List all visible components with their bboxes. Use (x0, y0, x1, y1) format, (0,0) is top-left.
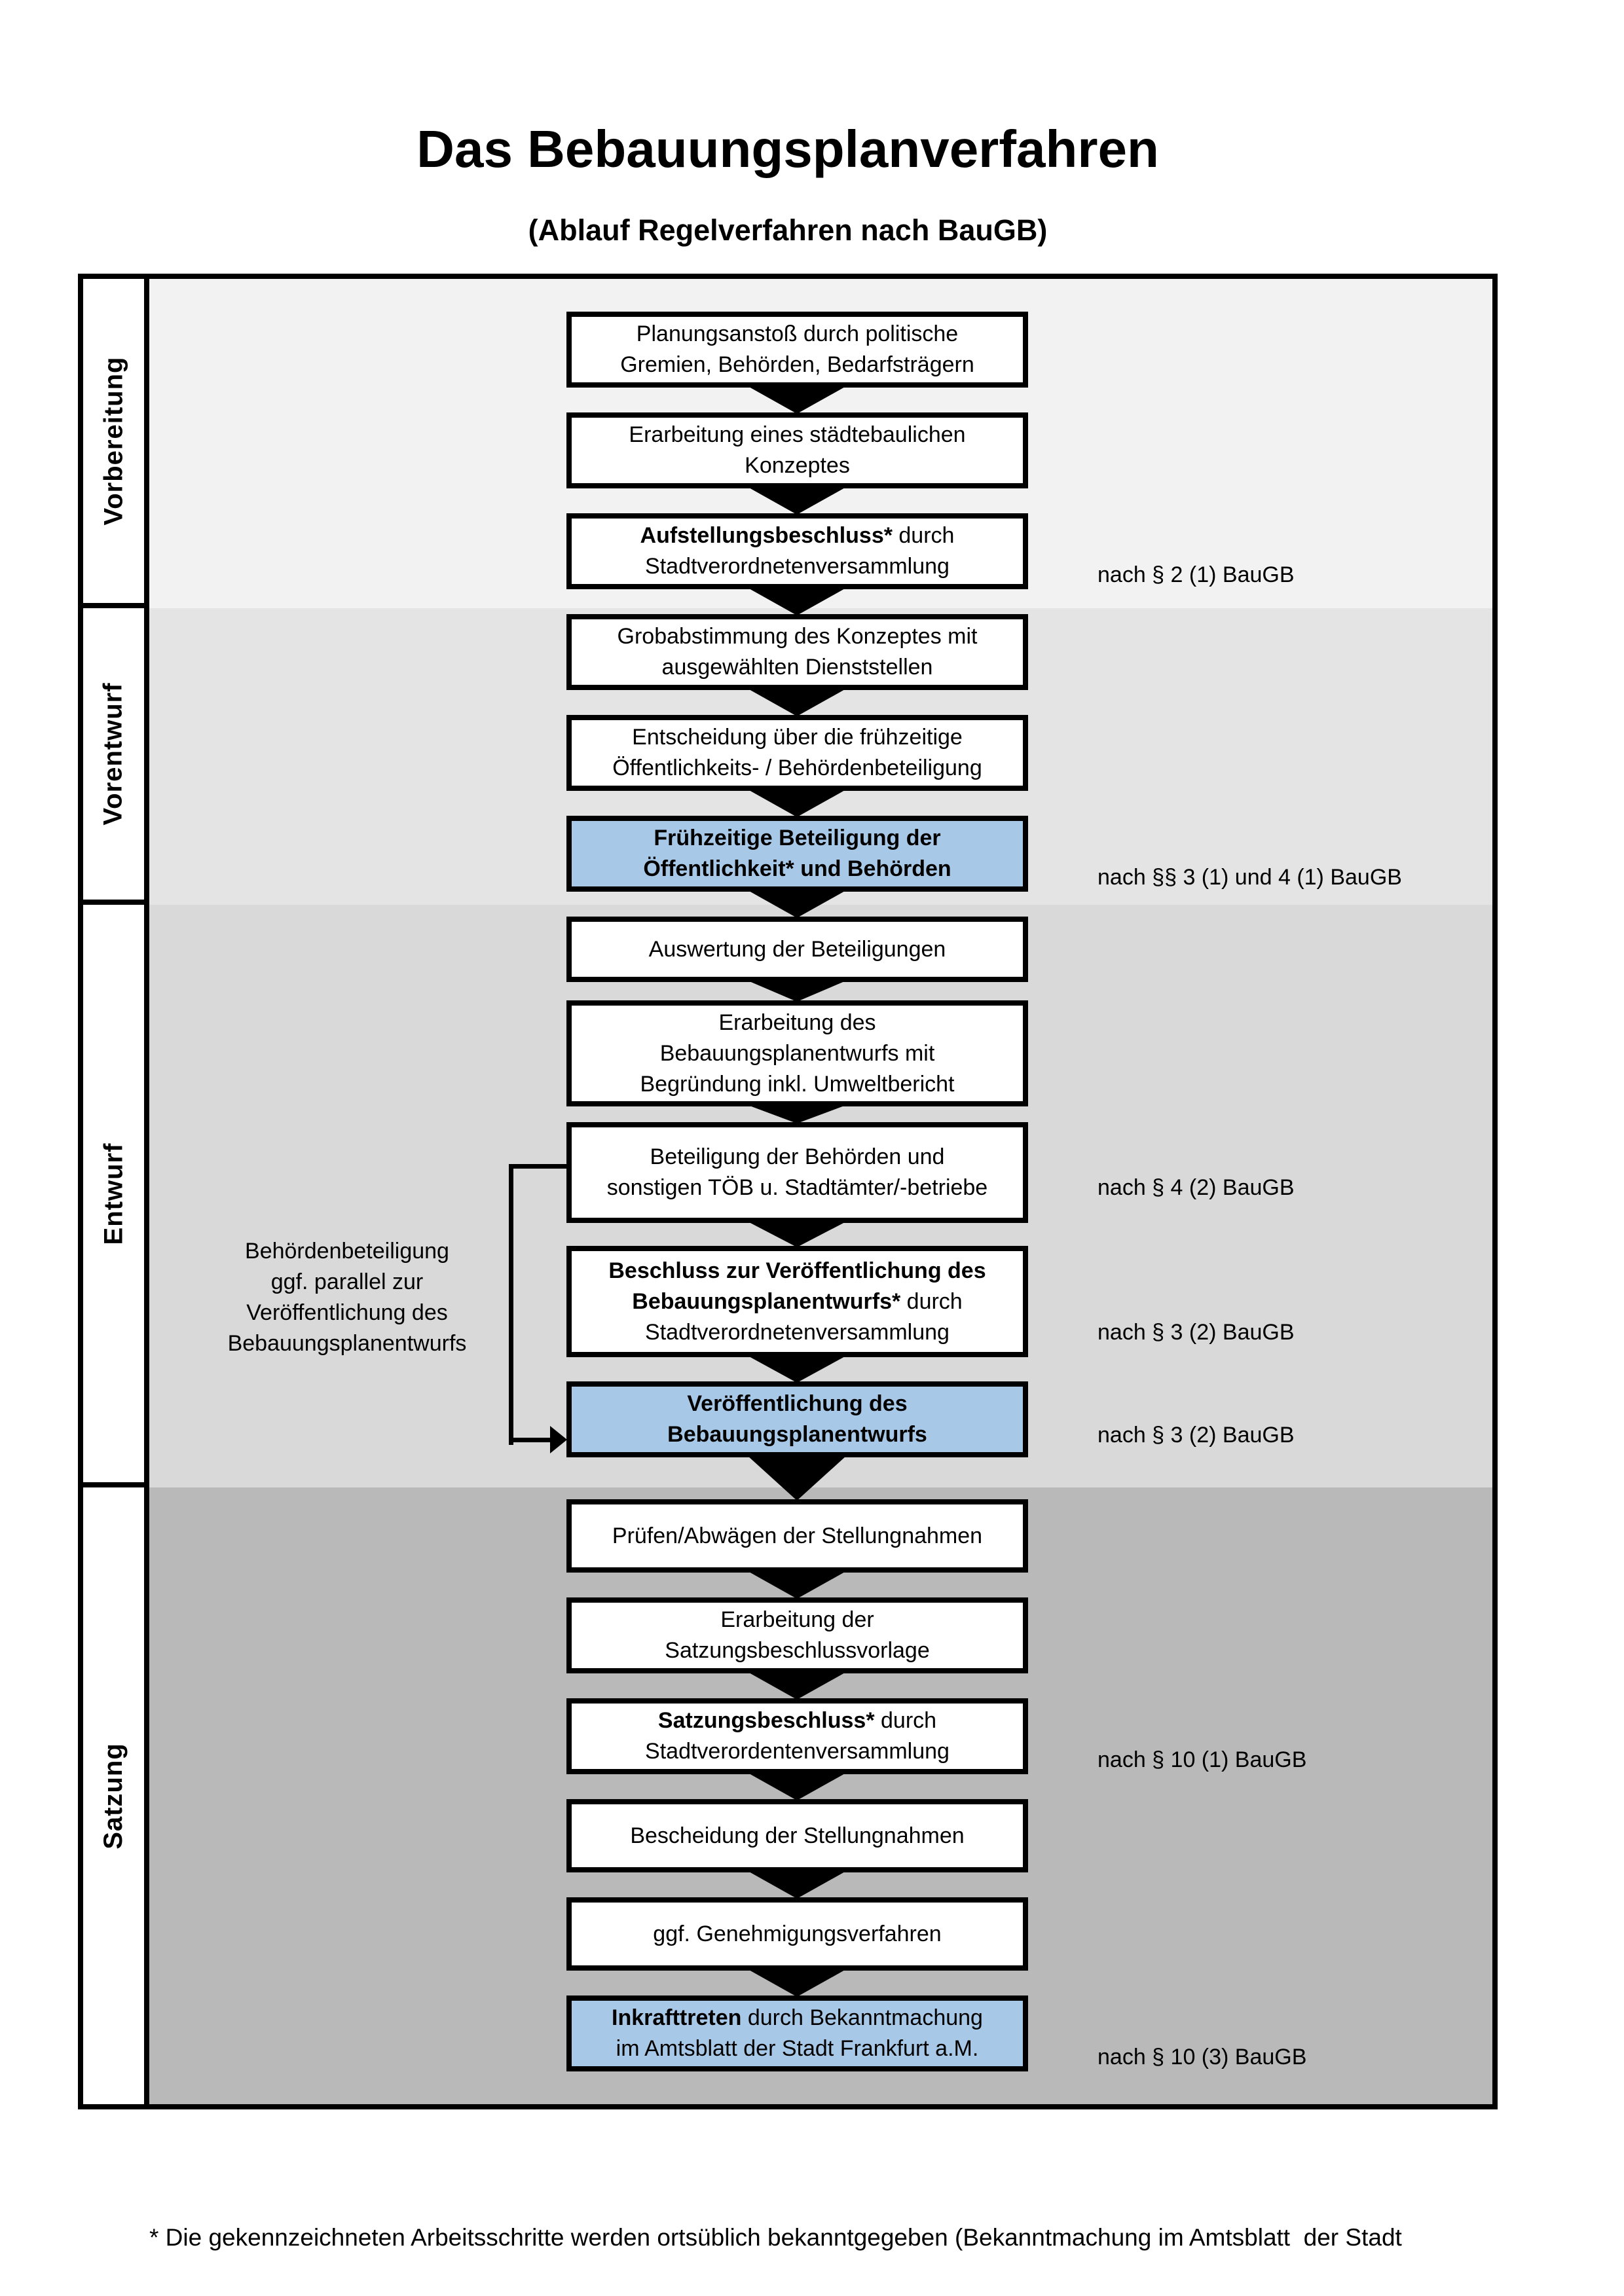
flow-box-text-line: Erarbeitung des (718, 1010, 876, 1035)
flow-box-text-line: Auswertung der Beteiligungen (648, 936, 946, 962)
flow-box-text-line: Aufstellungsbeschluss* durch (640, 523, 955, 548)
connector-top-segment (509, 1164, 569, 1169)
flow-box-text-line: Bebauungsplanentwurfs (667, 1422, 927, 1447)
flow-box-text-line: Satzungsbeschlussvorlage (665, 1638, 930, 1663)
flow-box-text-line: Erarbeitung eines städtebaulichen (629, 422, 966, 447)
phase-cell-satzung: Satzung (83, 1487, 144, 2104)
footnote-line: * Die gekennzeichneten Arbeitsschritte w… (149, 2224, 1402, 2251)
flow-arrow-down-icon (748, 386, 846, 414)
flow-box-text-line: ggf. Genehmigungsverfahren (653, 1921, 942, 1946)
flow-arrow-down-icon (748, 1571, 846, 1599)
flow-box-bescheidung-stellungnahmen: Bescheidung der Stellungnahmen (566, 1799, 1028, 1872)
flow-box-text-line: Beschluss zur Veröffentlichung des (608, 1258, 986, 1283)
side-note-line: Behördenbeteiligung (245, 1239, 449, 1264)
connector-bottom-segment (509, 1438, 553, 1442)
phase-cell-entwurf: Entwurf (83, 905, 144, 1487)
connector-arrowhead-icon (550, 1426, 567, 1453)
flow-arrow-down-icon (748, 1773, 846, 1800)
flow-box-text-line: Stadtverordnetenversammlung (645, 554, 950, 579)
flow-box-pruefen-abwaegen: Prüfen/Abwägen der Stellungnahmen (566, 1499, 1028, 1573)
flow-arrow-down-icon (748, 1969, 846, 1997)
law-reference-veroeffentlichungsbeschluss: nach § 3 (2) BauGB (1098, 1320, 1295, 1345)
flow-box-text-line: Beteiligung der Behörden und (650, 1144, 945, 1169)
flow-arrow-down-icon (748, 1356, 846, 1383)
flow-box-text-line: Bebauungsplanentwurfs mit (659, 1040, 935, 1066)
flow-box-text-line: Bebauungsplanentwurfs* durch (632, 1288, 963, 1314)
flow-box-text-line: Frühzeitige Beteiligung der (654, 826, 941, 850)
page-title: Das Bebauungsplanverfahren (416, 120, 1159, 178)
phase-label-entwurf: Entwurf (99, 1142, 128, 1245)
phase-label-vorentwurf: Vorentwurf (99, 682, 128, 826)
flow-box-text-line: Stadtverordnetenversammlung (645, 1319, 950, 1345)
flow-box-inkrafttreten: Inkrafttreten durch Bekanntmachung im Amt… (566, 1995, 1028, 2071)
flow-box-auswertung-beteiligungen: Auswertung der Beteiligungen (566, 917, 1028, 982)
flow-arrow-down-icon (748, 487, 846, 515)
flow-box-grobabstimmung: Grobabstimmung des Konzeptes mit ausgewäh… (566, 614, 1028, 690)
flow-box-text-line: Gremien, Behörden, Bedarfsträgern (620, 352, 974, 377)
connector-vertical-segment (509, 1164, 513, 1445)
side-note-line: ggf. parallel zur (270, 1269, 424, 1294)
law-reference-behoerdenbeteiligung: nach § 4 (2) BauGB (1098, 1175, 1295, 1200)
flow-box-text-line: Konzeptes (745, 453, 850, 478)
phase-label-satzung: Satzung (99, 1742, 128, 1850)
phase-cell-vorentwurf: Vorentwurf (83, 608, 144, 905)
flow-box-behoerdenbeteiligung: Beteiligung der Behörden und sonstigen TÖ… (566, 1122, 1028, 1223)
flow-box-text-line: Planungsanstoß durch politische (636, 321, 959, 346)
law-reference-inkrafttreten: nach § 10 (3) BauGB (1098, 2045, 1307, 2069)
flow-arrow-down-icon (748, 588, 846, 615)
flow-box-text-line: Veröffentlichung des (687, 1391, 908, 1416)
flow-box-text-line: Erarbeitung der (720, 1607, 874, 1632)
label-column-divider (144, 279, 149, 2104)
flow-box-text-line: Prüfen/Abwägen der Stellungnahmen (612, 1523, 983, 1548)
side-note-line: Bebauungsplanentwurfs (227, 1331, 467, 1356)
law-reference-satzungsbeschluss: nach § 10 (1) BauGB (1098, 1747, 1307, 1772)
law-reference-veroeffentlichung-entwurf: nach § 3 (2) BauGB (1098, 1423, 1295, 1448)
flow-arrow-down-icon (748, 1672, 846, 1700)
side-note-parallel-beteiligung: Behördenbeteiligung ggf. parallel zur Ve… (183, 1236, 511, 1359)
flow-box-text-line: Stadtverordentenversammlung (645, 1739, 950, 1764)
flow-box-text-line: im Amtsblatt der Stadt Frankfurt a.M. (616, 2036, 979, 2061)
flow-arrow-down-icon (748, 689, 846, 716)
flow-arrow-down-icon (748, 1105, 846, 1123)
law-reference-fruehzeitige-beteiligung: nach §§ 3 (1) und 4 (1) BauGB (1098, 865, 1402, 890)
flow-box-text-line: Satzungsbeschluss* durch (657, 1708, 937, 1733)
footnote: * Die gekennzeichneten Arbeitsschritte w… (149, 2130, 1498, 2296)
flow-arrow-down-icon (748, 981, 846, 1002)
flow-box-text-line: Grobabstimmung des Konzeptes mit (617, 624, 978, 649)
flow-box-text-line: Bescheidung der Stellungnahmen (630, 1823, 965, 1848)
flow-box-text-line: Öffentlichkeit* und Behörden (643, 856, 951, 881)
flow-box-text-line: Entscheidung über die frühzeitige (632, 725, 963, 750)
side-note-line: Veröffentlichung des (246, 1300, 448, 1325)
flow-box-text-line: ausgewählten Dienststellen (661, 655, 933, 680)
flow-box-text-line: Inkrafttreten durch Bekanntmachung (612, 2005, 983, 2030)
flow-box-text-line: Begründung inkl. Umweltbericht (640, 1071, 955, 1097)
flow-box-text-line: Öffentlichkeits- / Behördenbeteiligung (612, 756, 982, 780)
flow-arrow-down-icon (748, 1222, 846, 1247)
flow-arrow-down-icon (748, 790, 846, 817)
page-subtitle: (Ablauf Regelverfahren nach BauGB) (528, 213, 1048, 247)
flow-box-genehmigungsverfahren: ggf. Genehmigungsverfahren (566, 1897, 1028, 1971)
flow-arrow-down-icon (748, 890, 846, 918)
flow-arrow-down-icon (748, 1456, 846, 1501)
phase-cell-vorbereitung: Vorbereitung (83, 279, 144, 608)
flow-box-text-line: sonstigen TÖB u. Stadtämter/-betriebe (606, 1175, 988, 1200)
phase-label-vorbereitung: Vorbereitung (99, 356, 128, 526)
flow-arrow-down-icon (748, 1871, 846, 1899)
law-reference-aufstellungsbeschluss: nach § 2 (1) BauGB (1098, 562, 1295, 587)
